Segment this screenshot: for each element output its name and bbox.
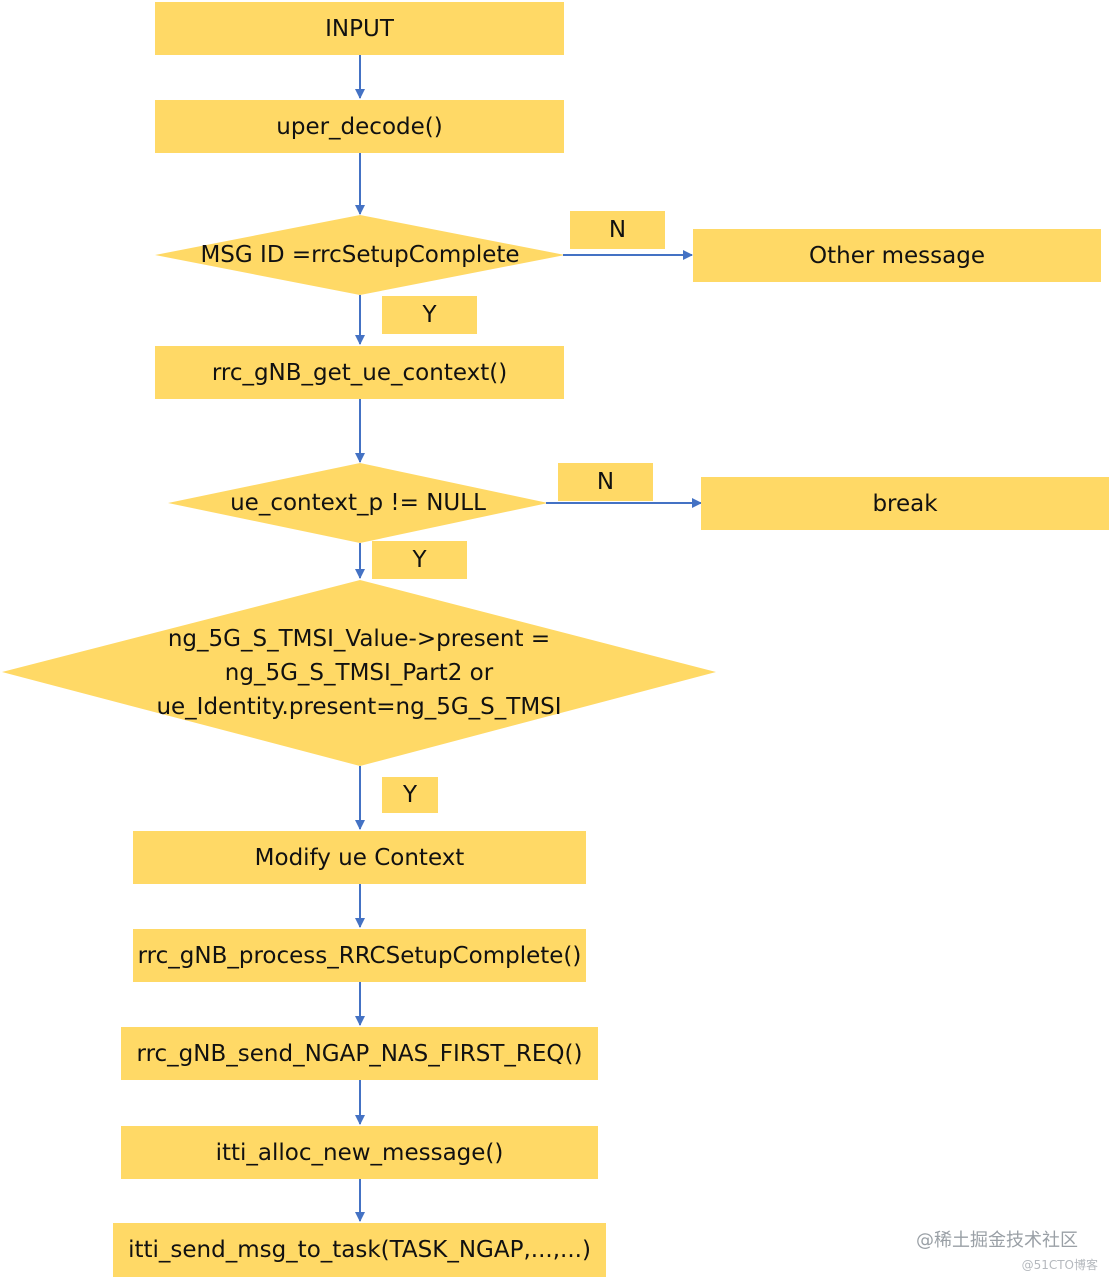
- node-send-ngap-nas-first-req: rrc_gNB_send_NGAP_NAS_FIRST_REQ(): [121, 1027, 598, 1080]
- label-ctx-yes: Y: [372, 541, 467, 579]
- label-msg-yes: Y: [382, 296, 477, 334]
- decision-tmsi-text: ng_5G_S_TMSI_Value->present = ng_5G_S_TM…: [2, 580, 716, 766]
- label-msg-no: N: [570, 211, 665, 249]
- node-input: INPUT: [155, 2, 564, 55]
- decision-tmsi-line-2: ng_5G_S_TMSI_Part2 or: [224, 660, 494, 686]
- decision-ue-context-text: ue_context_p != NULL: [230, 490, 486, 516]
- node-itti-send-msg-to-task: itti_send_msg_to_task(TASK_NGAP,...,...): [113, 1223, 606, 1277]
- watermark-main: @稀土掘金技术社区: [916, 1230, 1078, 1251]
- decision-msg-id-text: MSG ID =rrcSetupComplete: [200, 242, 520, 268]
- node-get-ue-context: rrc_gNB_get_ue_context(): [155, 346, 564, 399]
- label-ctx-no: N: [558, 463, 653, 501]
- decision-tmsi-line-1: ng_5G_S_TMSI_Value->present =: [167, 626, 551, 652]
- decision-ue-context-shape: [168, 463, 548, 543]
- node-other-message: Other message: [693, 229, 1101, 282]
- node-modify-ue-context: Modify ue Context: [133, 831, 586, 884]
- watermark-sub: @51CTO博客: [1021, 1258, 1098, 1272]
- decision-tmsi-line-3: ue_Identity.present=ng_5G_S_TMSI: [156, 694, 562, 720]
- node-uper-decode: uper_decode(): [155, 100, 564, 153]
- node-itti-alloc-new-message: itti_alloc_new_message(): [121, 1126, 598, 1179]
- decision-tmsi-shape: [2, 580, 716, 766]
- decision-msg-id-shape: [155, 215, 565, 295]
- node-break: break: [701, 477, 1109, 530]
- label-tmsi-yes: Y: [382, 777, 438, 813]
- node-process-rrc-setup-complete: rrc_gNB_process_RRCSetupComplete(): [133, 929, 586, 982]
